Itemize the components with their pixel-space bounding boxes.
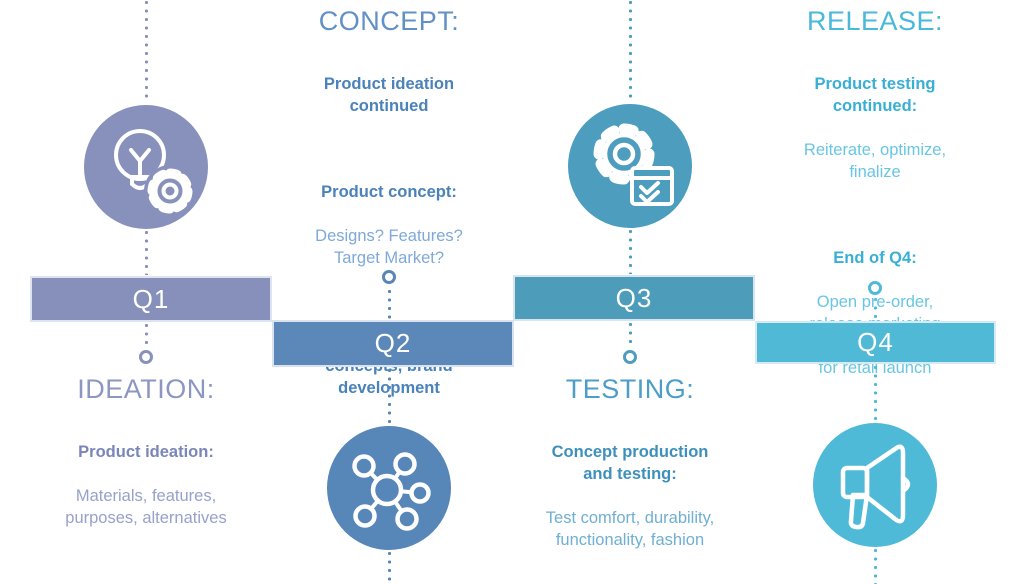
q2-ring-to-bar-dotted-line xyxy=(387,289,392,319)
q3-heading: TESTING: xyxy=(565,374,695,404)
gear-checklist-icon xyxy=(593,123,674,206)
q3-circle-to-bar-dotted-line xyxy=(628,229,633,274)
q1-section-competitor-research: Competitor research xyxy=(21,571,271,584)
q1-section-product-ideation: Product ideation: Materials, features, p… xyxy=(65,443,227,527)
network-molecule-icon xyxy=(352,452,431,531)
q3-bar-to-ring-dotted-line xyxy=(628,322,633,347)
q2-icon-circle xyxy=(327,426,451,550)
q3-section-concept-production: Concept production and testing: Test com… xyxy=(545,443,715,549)
q4-bar-label: Q4 xyxy=(857,327,894,357)
q2-heading: CONCEPT: xyxy=(318,6,460,36)
q2-section-product-ideation-continued: Product ideation continued xyxy=(323,75,455,115)
q1-heading: IDEATION: xyxy=(77,374,215,404)
q4-ring-to-bar-dotted-line xyxy=(873,297,878,320)
q1-bar: Q1 xyxy=(30,276,272,322)
q4-bar: Q4 xyxy=(755,321,996,364)
q2-ring-connector xyxy=(382,270,396,284)
lightbulb-gear-icon xyxy=(114,129,196,217)
megaphone-icon xyxy=(840,444,911,530)
q3-bar-label: Q3 xyxy=(615,282,653,313)
q4-section-product-testing-continued: Product testing continued: Reiterate, op… xyxy=(803,75,947,181)
q1-ring-connector xyxy=(139,350,153,364)
q3-details-column: TESTING: Concept production and testing:… xyxy=(505,372,755,584)
q4-ring-connector xyxy=(868,281,882,295)
q2-bar: Q2 xyxy=(272,320,514,367)
q4-icon-circle xyxy=(813,423,937,547)
q1-details-column: IDEATION: Product ideation: Materials, f… xyxy=(21,372,271,584)
q4-bottom-dotted-line xyxy=(873,548,878,584)
q1-circle-to-bar-dotted-line xyxy=(144,230,149,275)
q3-icon-circle xyxy=(568,104,692,228)
q2-bottom-dotted-line xyxy=(387,551,392,584)
q3-ring-connector xyxy=(623,350,637,364)
q4-bar-to-circle-dotted-line xyxy=(873,365,878,421)
q2-bar-to-circle-dotted-line xyxy=(387,368,392,424)
q1-bar-label: Q1 xyxy=(132,283,170,314)
q1-top-dotted-line xyxy=(144,0,149,102)
q3-top-dotted-line xyxy=(628,0,633,100)
q1-bar-to-ring-dotted-line xyxy=(144,323,149,348)
q2-bar-label: Q2 xyxy=(374,328,412,358)
q3-bar: Q3 xyxy=(513,275,755,321)
q1-icon-circle xyxy=(84,105,208,229)
q4-heading: RELEASE: xyxy=(806,6,944,36)
q2-section-product-concept: Product concept: Designs? Features? Targ… xyxy=(315,183,463,267)
